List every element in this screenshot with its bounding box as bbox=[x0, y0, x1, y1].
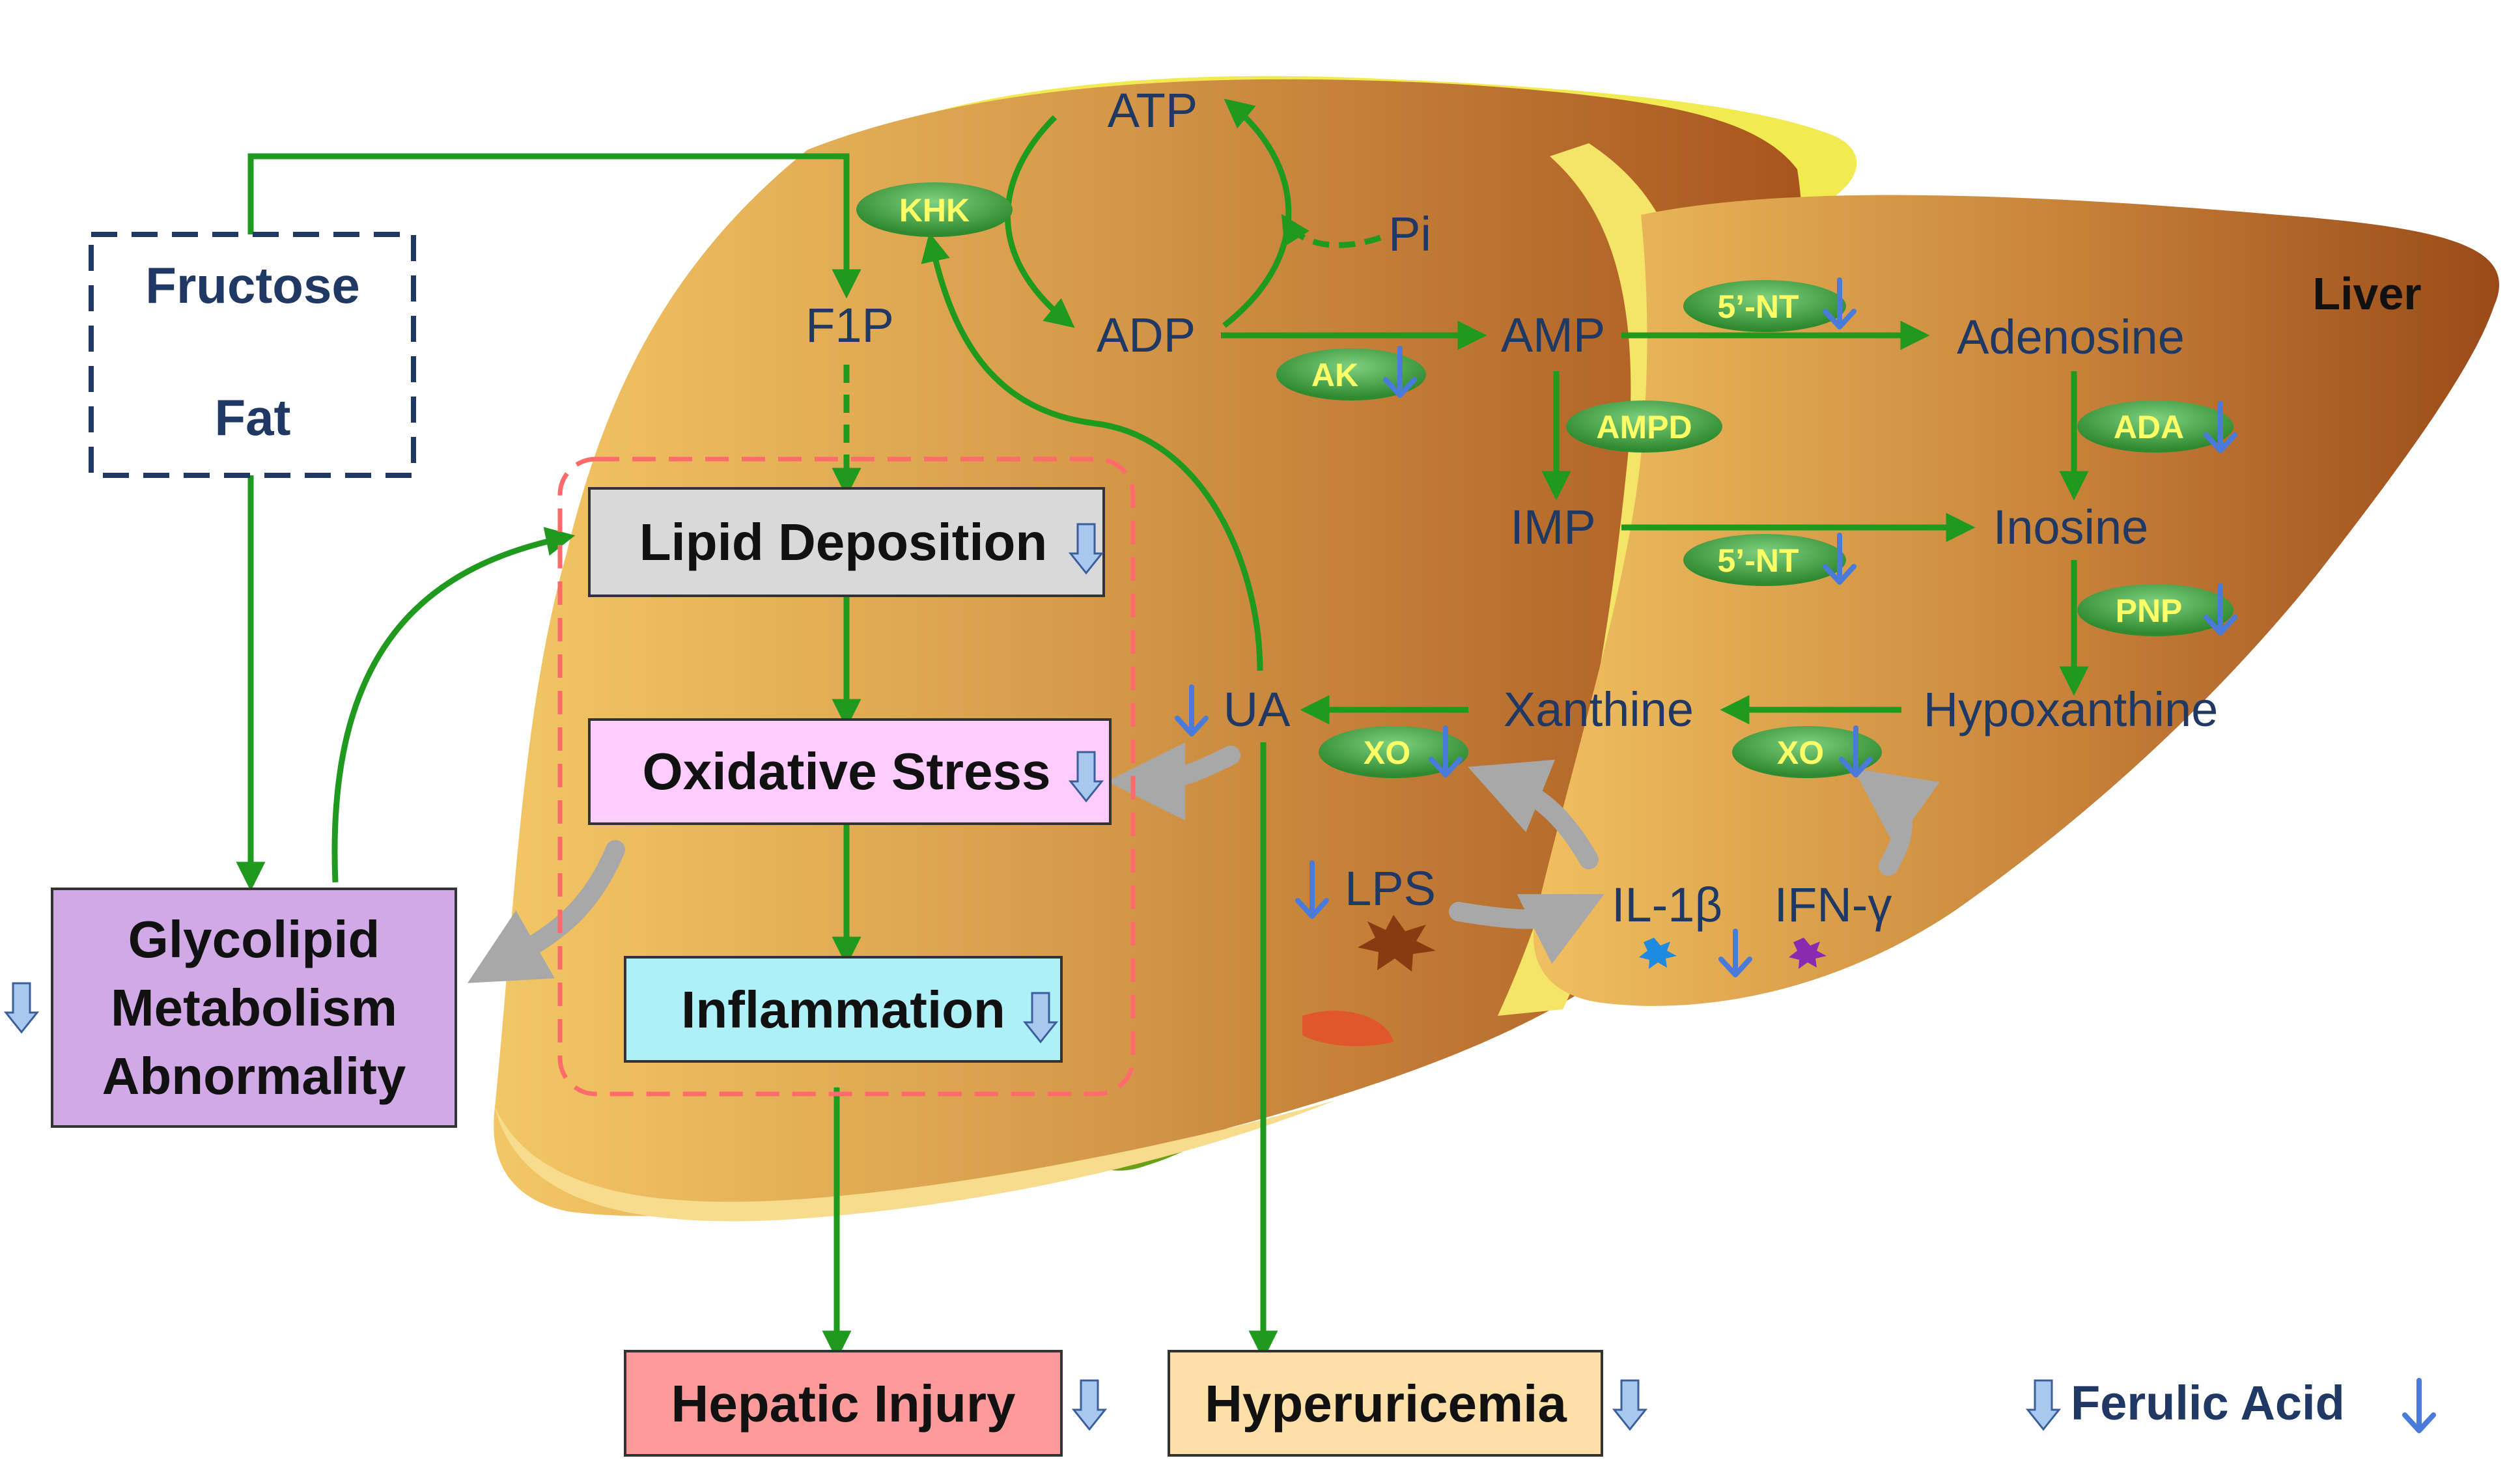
legend-left-down-arrow-icon bbox=[2025, 1379, 2062, 1431]
enzymes: KHK AK 5’-NT AMPD ADA 5’-NT PNP XO XO bbox=[856, 182, 2234, 778]
ada-down-arrow-icon bbox=[2204, 401, 2237, 453]
khk-oval bbox=[856, 182, 1013, 237]
ada-oval bbox=[2077, 400, 2234, 453]
arrow-fructose-to-f1p bbox=[247, 153, 861, 299]
liver-divider bbox=[1498, 143, 1692, 1016]
hyperuricemia-box bbox=[1168, 1350, 1603, 1457]
hyperuricemia-label: Hyperuricemia bbox=[1205, 1375, 1567, 1433]
nt-imp-oval bbox=[1683, 534, 1846, 586]
ampd-label: AMPD bbox=[1596, 409, 1692, 445]
f1p-label: F1P bbox=[805, 298, 894, 352]
grey-arrow-ifn-to-xo bbox=[1853, 768, 1940, 876]
xo-xanthine-down-arrow-icon bbox=[1839, 725, 1873, 777]
thin-down-arrows bbox=[1175, 277, 2436, 1433]
liver-right-lobe bbox=[1533, 195, 2499, 1006]
lps-label: LPS bbox=[1345, 861, 1436, 916]
arrow-glycolipid-to-lipid bbox=[331, 527, 576, 883]
liver-damage-dashed-box bbox=[557, 456, 1136, 1097]
il1b-label: IL-1β bbox=[1612, 878, 1722, 932]
xo-ua-oval bbox=[1319, 726, 1468, 778]
hepatic-down-arrow-icon bbox=[1071, 1379, 1108, 1431]
grey-arrow-ua-to-oxidative bbox=[1107, 742, 1240, 820]
inflammation-box bbox=[624, 956, 1063, 1063]
hepatic-injury-label: Hepatic Injury bbox=[671, 1375, 1016, 1433]
atp-label: ATP bbox=[1108, 83, 1197, 137]
adp-label: ADP bbox=[1097, 308, 1196, 362]
glycolipid-label-line2: Metabolism bbox=[111, 979, 397, 1037]
pi-label: Pi bbox=[1388, 207, 1431, 261]
hypoxanthine-label: Hypoxanthine bbox=[1924, 682, 2219, 736]
metabolites: ATP Pi F1P ADP AMP Adenosine IMP Inosine… bbox=[805, 83, 2422, 932]
pnp-label: PNP bbox=[2116, 593, 2183, 629]
hepatic-injury-box bbox=[624, 1350, 1063, 1457]
inosine-label: Inosine bbox=[1993, 500, 2149, 554]
flow-arrows bbox=[236, 98, 2089, 1360]
glycolipid-label-line1: Glycolipid bbox=[128, 910, 380, 968]
liver-organ bbox=[494, 76, 2499, 1222]
legend-label: Ferulic Acid bbox=[2071, 1376, 2345, 1430]
ampd-oval bbox=[1566, 400, 1722, 453]
ifng-splat-icon bbox=[1789, 938, 1827, 969]
liver-label: Liver bbox=[2312, 268, 2421, 319]
block-down-arrows bbox=[3, 523, 2062, 1431]
xo-ua-down-arrow-icon bbox=[1429, 725, 1463, 777]
khk-label: KHK bbox=[899, 192, 970, 229]
nt-imp-down-arrow-icon bbox=[1823, 533, 1856, 585]
inflammation-label: Inflammation bbox=[681, 981, 1005, 1039]
lps-splat-icon bbox=[1358, 915, 1436, 972]
lipid-deposition-label: Lipid Deposition bbox=[639, 513, 1048, 571]
ak-oval bbox=[1276, 348, 1426, 400]
ifng-label: IFN-γ bbox=[1774, 878, 1892, 932]
nt-amp-oval bbox=[1683, 280, 1846, 332]
glycolipid-down-arrow-icon bbox=[3, 982, 40, 1034]
cytokine-down-arrow-icon bbox=[1718, 929, 1752, 977]
amp-label: AMP bbox=[1501, 308, 1605, 362]
arrow-adp-to-atp bbox=[1222, 98, 1292, 328]
lipid-deposition-box bbox=[588, 487, 1105, 597]
oxidative-down-arrow-icon bbox=[1068, 751, 1104, 803]
xo-xanthine-label: XO bbox=[1777, 735, 1824, 771]
nt-amp-down-arrow-icon bbox=[1823, 277, 1856, 329]
ada-label: ADA bbox=[2114, 409, 2184, 445]
inflammation-down-arrow-icon bbox=[1022, 992, 1059, 1044]
nt-imp-label: 5’-NT bbox=[1718, 542, 1799, 579]
grey-arrow-oxidative-to-glycolipid bbox=[467, 840, 625, 983]
xanthine-label: Xanthine bbox=[1504, 682, 1694, 736]
nt-amp-label: 5’-NT bbox=[1718, 288, 1799, 325]
ak-label: AK bbox=[1311, 357, 1358, 393]
liver-lower-highlight bbox=[495, 1100, 1335, 1222]
glycolipid-box bbox=[51, 888, 457, 1128]
ua-label: UA bbox=[1224, 682, 1291, 736]
liver-left-lobe bbox=[494, 79, 1803, 1216]
fructose-label: Fructose bbox=[145, 257, 359, 314]
glycolipid-label-line3: Abnormality bbox=[102, 1047, 406, 1105]
liver-vessel bbox=[1302, 1011, 1394, 1046]
fat-label: Fat bbox=[215, 389, 291, 446]
grey-arrows bbox=[467, 742, 1940, 983]
arrow-ua-to-khk bbox=[921, 232, 1263, 671]
ak-down-arrow-icon bbox=[1383, 346, 1417, 398]
imp-label: IMP bbox=[1510, 500, 1596, 554]
adenosine-label: Adenosine bbox=[1957, 310, 2185, 364]
hyperuricemia-down-arrow-icon bbox=[1612, 1379, 1648, 1431]
il1b-splat-icon bbox=[1639, 938, 1677, 969]
xo-ua-label: XO bbox=[1364, 735, 1410, 771]
oxidative-stress-box bbox=[588, 718, 1112, 825]
lipid-down-arrow-icon bbox=[1068, 523, 1104, 575]
pnp-down-arrow-icon bbox=[2204, 583, 2237, 636]
grey-arrow-il-to-xo bbox=[1468, 759, 1599, 869]
lps-down-arrow-icon bbox=[1295, 860, 1329, 919]
ua-down-arrow-icon bbox=[1175, 684, 1209, 736]
legend-right-down-arrow-icon bbox=[2402, 1378, 2436, 1433]
oxidative-stress-label: Oxidative Stress bbox=[643, 742, 1051, 800]
arrow-pi bbox=[1281, 214, 1382, 248]
pnp-oval bbox=[2077, 584, 2234, 636]
grey-arrow-lps-to-il bbox=[1449, 894, 1604, 964]
